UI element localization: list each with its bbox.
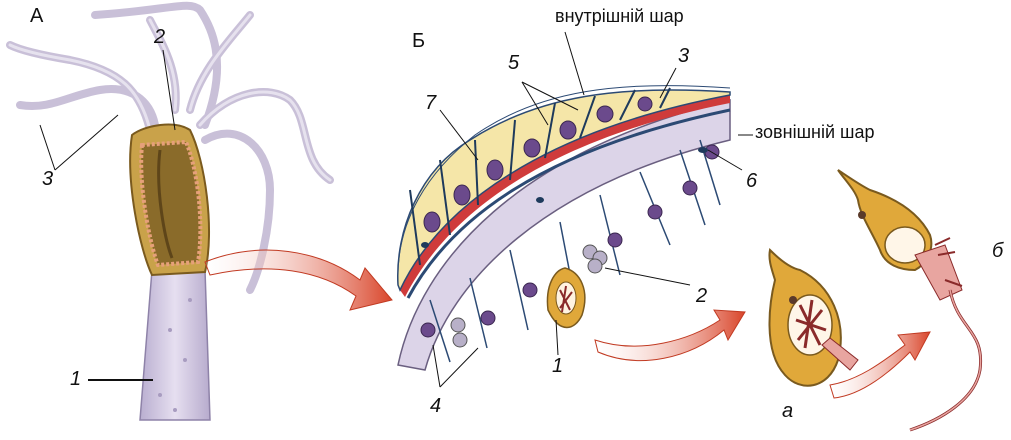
label-b-5: 5 (508, 52, 519, 75)
panel-a-label: А (30, 5, 43, 28)
arrow-a-to-b (205, 250, 392, 310)
label-b-6: 6 (746, 170, 757, 193)
label-a-3: 3 (42, 168, 53, 191)
label-a-2: 2 (154, 26, 165, 49)
hydra-body (140, 270, 210, 420)
label-b-7: 7 (425, 92, 436, 115)
inner-layer-label: внутрішній шар (555, 6, 684, 27)
outer-layer-label: зовнішній шар (755, 122, 874, 143)
label-stage-b: б (992, 240, 1003, 263)
label-b-3: 3 (678, 45, 689, 68)
label-b-2: 2 (696, 285, 707, 308)
hydra (10, 6, 330, 420)
label-stage-a: а (782, 400, 793, 423)
arrow-to-cnidocytes (595, 310, 745, 361)
stinging-cell-b (838, 170, 981, 430)
label-a-1: 1 (70, 368, 81, 391)
label-b-1: 1 (552, 355, 563, 378)
stinging-cell-a (769, 250, 858, 386)
panel-b-label: Б (412, 30, 425, 53)
label-b-4: 4 (430, 395, 441, 418)
stinging-cell-section (547, 268, 584, 328)
